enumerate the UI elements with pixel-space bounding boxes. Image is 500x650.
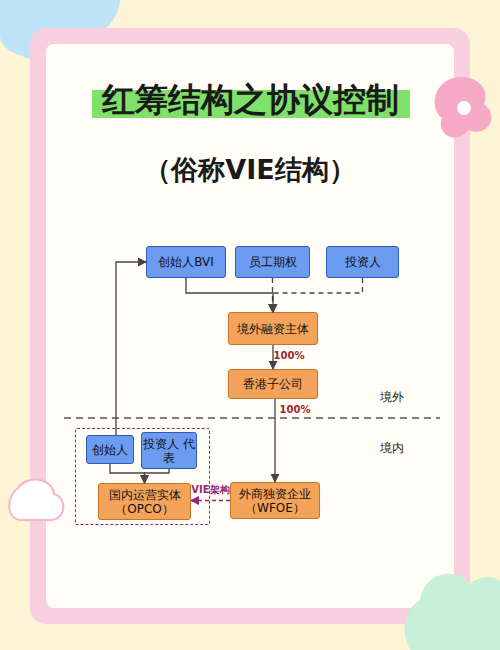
entity-box: 外商独资企业 （WFOE） bbox=[230, 482, 320, 519]
node-label: 国内运营实体 （OPCO） bbox=[99, 488, 190, 516]
ownership-arrow bbox=[116, 262, 146, 435]
party-box: 员工期权 bbox=[235, 246, 310, 278]
entity-box: 国内运营实体 （OPCO） bbox=[98, 483, 191, 520]
party-box: 投资人 代表 bbox=[141, 432, 197, 469]
ownership-arrow bbox=[186, 278, 273, 312]
entity-box: 香港子公司 bbox=[228, 369, 318, 399]
node-label: 投资人 bbox=[345, 255, 381, 269]
ownership-arrow bbox=[145, 469, 170, 483]
inner-panel bbox=[46, 44, 454, 608]
edge-label: 100% bbox=[280, 404, 311, 416]
party-box: 投资人 bbox=[326, 246, 399, 278]
region-label: 境外 bbox=[380, 389, 420, 406]
entity-box: 境外融资主体 bbox=[228, 312, 318, 345]
border-divider bbox=[64, 417, 440, 419]
ownership-arrow bbox=[272, 345, 273, 369]
node-label: 创始人BVI bbox=[158, 255, 214, 269]
edge-label: VIE架构 bbox=[191, 484, 229, 496]
cloud-decoration bbox=[9, 479, 63, 520]
contract-control-arrow bbox=[191, 500, 230, 501]
domestic-group: 创始人投资人 代表国内运营实体 （OPCO） bbox=[75, 428, 210, 525]
ownership-arrow bbox=[272, 278, 273, 312]
flower-center bbox=[457, 101, 471, 115]
node-label: 投资人 代表 bbox=[142, 437, 196, 465]
node-label: 外商独资企业 （WFOE） bbox=[231, 487, 319, 515]
ownership-arrow bbox=[110, 464, 145, 483]
node-label: 员工期权 bbox=[249, 255, 297, 269]
party-box: 创始人BVI bbox=[146, 246, 226, 278]
subtitle: （俗称VIE结构） bbox=[0, 152, 500, 188]
node-label: 创始人 bbox=[92, 443, 128, 457]
ownership-arrow bbox=[273, 278, 363, 312]
node-label: 香港子公司 bbox=[243, 377, 303, 391]
party-box: 创始人 bbox=[86, 435, 134, 464]
region-label: 境内 bbox=[380, 440, 420, 457]
page-title: 红筹结构之协议控制 bbox=[0, 80, 500, 120]
flower-decoration bbox=[435, 77, 492, 138]
mint-cloud bbox=[405, 574, 500, 650]
node-label: 境外融资主体 bbox=[237, 322, 309, 336]
edge-label: 100% bbox=[274, 350, 305, 362]
ownership-arrow bbox=[274, 399, 275, 482]
